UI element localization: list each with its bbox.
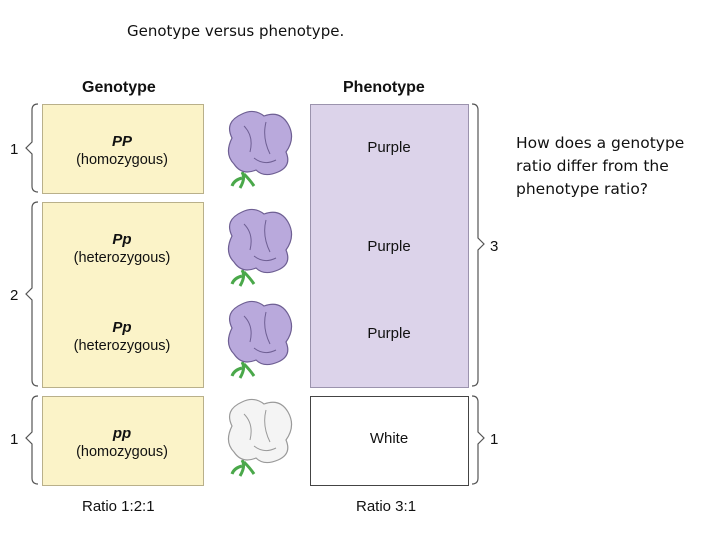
right-bracket-3 [471,103,485,387]
white-flower-icon [227,398,293,477]
genotype-count-3: 1 [10,431,19,448]
genotype-box-3 [42,396,204,486]
phenotype-label-3: Purple [367,325,411,342]
phenotype-label-1: Purple [367,139,411,156]
question-text: How does a genotype ratio differ from th… [516,134,685,198]
phenotype-count-1: 3 [490,238,499,255]
zygosity-label: (homozygous) [76,152,168,168]
zygosity-label: (homozygous) [76,444,168,460]
zygosity-label: (heterozygous) [73,250,171,266]
genotype-symbol: PP [111,133,132,150]
slide-title: Genotype versus phenotype. [127,22,345,40]
phenotype-box-white [310,396,469,486]
genotype-box-2 [42,202,204,388]
phenotype-ratio: Ratio 3:1 [356,498,417,515]
left-bracket-1 [25,103,39,193]
genotype-symbol: pp [112,425,132,442]
genotype-label-1: PP (homozygous) [42,132,202,170]
phenotype-label-2: Purple [367,238,411,255]
zygosity-label: (heterozygous) [73,338,171,354]
purple-flower-icon [227,110,293,189]
genotype-symbol: Pp [112,231,132,248]
purple-flower-icon [227,300,293,379]
genotype-label-3: Pp (heterozygous) [42,318,202,356]
left-bracket-3 [25,395,39,485]
genotype-header: Genotype [82,79,156,96]
genotype-label-4: pp (homozygous) [42,424,202,462]
genotype-label-2: Pp (heterozygous) [42,230,202,268]
left-bracket-2 [25,201,39,387]
phenotype-header: Phenotype [343,79,425,96]
right-bracket-1 [471,395,485,485]
genotype-count-1: 1 [10,141,19,158]
genotype-count-2: 2 [10,287,19,304]
genotype-symbol: Pp [112,319,132,336]
purple-flower-icon [227,208,293,287]
phenotype-label-4: White [369,430,409,447]
genotype-ratio: Ratio 1:2:1 [82,498,155,515]
phenotype-box-purple [310,104,469,388]
genotype-box-1 [42,104,204,194]
phenotype-count-2: 1 [490,431,499,448]
